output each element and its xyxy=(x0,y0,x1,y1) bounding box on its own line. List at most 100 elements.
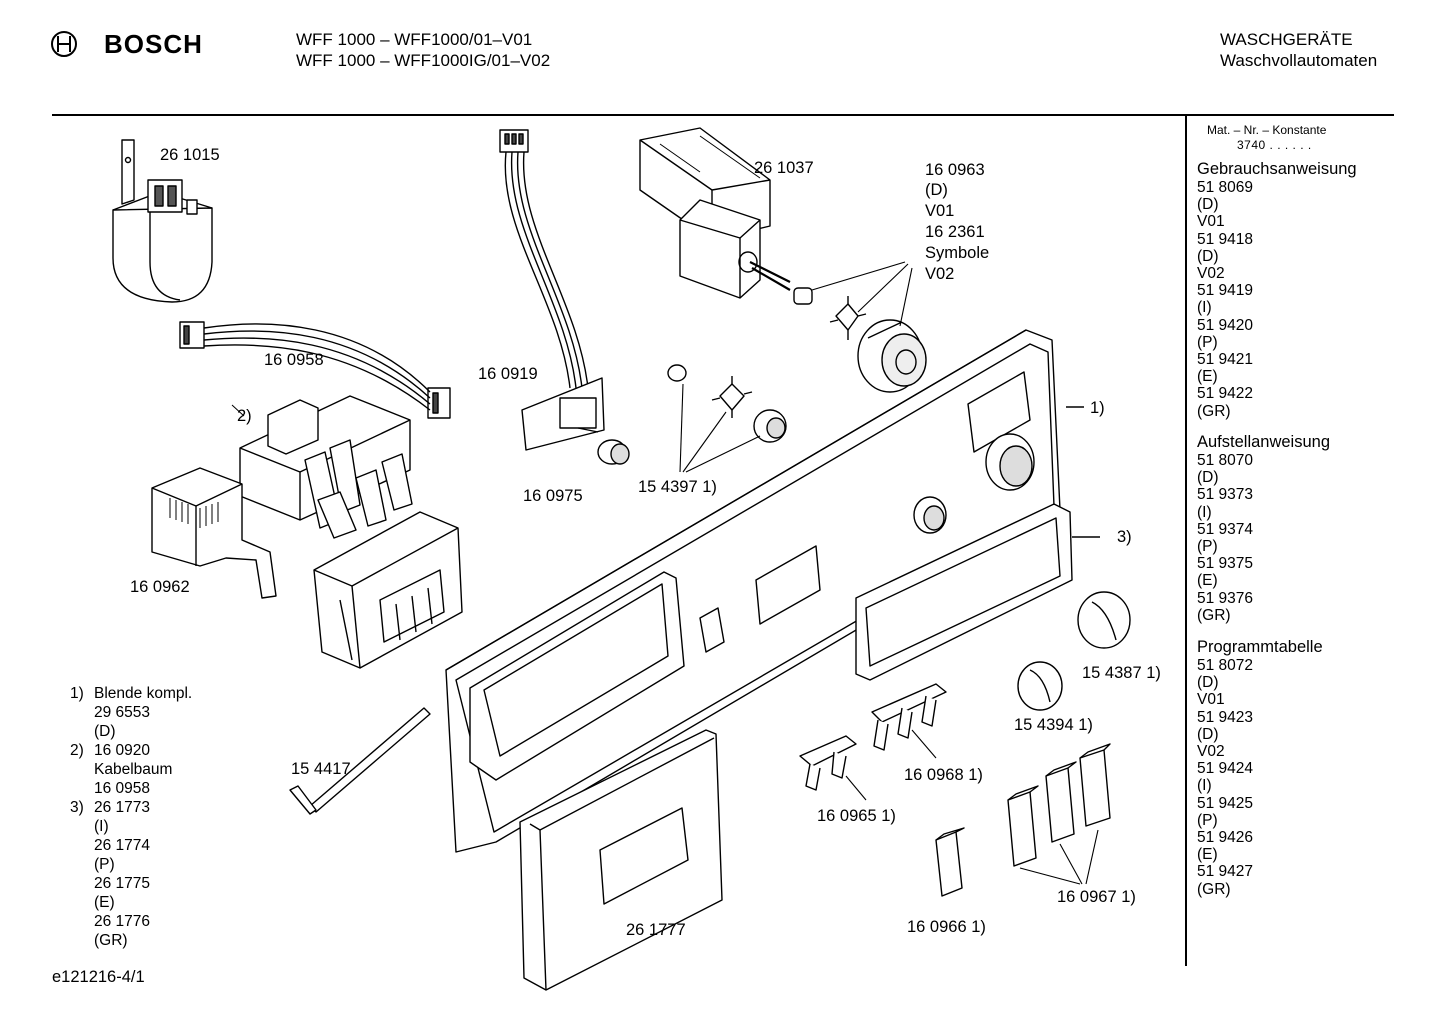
label-160963: 16 0963 xyxy=(925,161,985,179)
label-160963-d: (D) xyxy=(925,181,948,199)
section-line: (P) xyxy=(1197,811,1218,829)
legend-line: 26 1776 xyxy=(94,913,151,930)
callout-line-2 xyxy=(231,404,245,417)
legend-line: 29 6553 xyxy=(94,704,151,721)
control-panel-part-1 xyxy=(445,329,1084,853)
label-162361: 16 2361 xyxy=(925,223,985,241)
exploded-parts-drawing xyxy=(112,127,1131,991)
legend: 1) Blende kompl. 29 6553 (D) 2) 16 0920 … xyxy=(70,684,270,950)
section-line: (E) xyxy=(1197,572,1218,590)
brand-name: BOSCH xyxy=(104,29,203,59)
section-line: 51 9423 xyxy=(1197,708,1254,726)
legend-line: 26 1774 xyxy=(94,837,151,854)
bosch-logo: BOSCH xyxy=(44,29,204,61)
label-162361-symbole: Symbole xyxy=(925,244,990,262)
section-line: (GR) xyxy=(1197,606,1231,624)
legend-line: (P) xyxy=(94,856,115,873)
holder-frame-part xyxy=(313,511,463,669)
spring-part-160968 xyxy=(871,683,947,751)
legend-line: 16 0958 xyxy=(94,780,151,797)
label-261777: 26 1777 xyxy=(626,921,686,939)
section-line: (D) xyxy=(1197,196,1219,214)
legend-line: 26 1773 xyxy=(94,799,151,816)
legend-line: (GR) xyxy=(94,932,128,949)
section-line: V01 xyxy=(1197,213,1225,231)
callout-lines-160965-160968 xyxy=(845,729,937,801)
button-part-160966 xyxy=(935,827,965,897)
legend-line: 16 0920 xyxy=(94,742,151,759)
label-1: 1) xyxy=(1090,399,1105,417)
label-160975: 16 0975 xyxy=(523,487,583,505)
legend-line: (I) xyxy=(94,818,109,835)
section-line: 51 9422 xyxy=(1197,385,1254,403)
section-line: 51 9426 xyxy=(1197,829,1254,847)
label-160963-v01: V01 xyxy=(925,202,955,220)
section-line: (I) xyxy=(1197,299,1212,317)
legend-line: Blende kompl. xyxy=(94,685,193,702)
label-154394: 15 4394 1) xyxy=(1014,716,1093,734)
label-3: 3) xyxy=(1117,528,1132,546)
suppressor-part-261015 xyxy=(112,139,213,303)
sidebar-divider xyxy=(1185,116,1187,966)
section-line: (D) xyxy=(1197,725,1219,743)
section-line: 51 9376 xyxy=(1197,589,1254,607)
lever-part-160962 xyxy=(151,467,277,599)
model-line-2: WFF 1000 – WFF1000IG/01–V02 xyxy=(296,51,551,70)
section-line: (E) xyxy=(1197,846,1218,864)
section-line: (E) xyxy=(1197,368,1218,386)
legend-line: (E) xyxy=(94,894,115,911)
label-160968: 16 0968 1) xyxy=(904,766,983,784)
harness-part-160919 xyxy=(499,129,605,451)
legend-num: 2) xyxy=(70,742,84,759)
legend-item-2: 2) 16 0920 Kabelbaum 16 0958 xyxy=(70,741,270,798)
section-line: 51 9427 xyxy=(1197,863,1254,881)
label-261037: 26 1037 xyxy=(754,159,814,177)
legend-item-1: 1) Blende kompl. 29 6553 (D) xyxy=(70,684,270,741)
section-line: (P) xyxy=(1197,538,1218,556)
section-line: 51 8070 xyxy=(1197,452,1254,469)
section-line: 51 9421 xyxy=(1197,351,1254,369)
label-162361-v02: V02 xyxy=(925,265,955,283)
section-line: 51 9374 xyxy=(1197,520,1254,538)
section-line: (I) xyxy=(1197,777,1212,795)
label-160962: 16 0962 xyxy=(130,578,190,596)
label-154397: 15 4397 1) xyxy=(638,478,717,496)
legend-line: Kabelbaum xyxy=(94,761,173,778)
label-160966: 16 0966 1) xyxy=(907,918,986,936)
symbol-knob-part-160963 xyxy=(793,287,927,393)
section-line: V02 xyxy=(1197,743,1225,761)
callout-lines-160963 xyxy=(811,261,913,327)
cable-part-160958 xyxy=(179,321,451,419)
label-160958: 16 0958 xyxy=(264,351,324,369)
section-line: 51 9375 xyxy=(1197,555,1254,573)
section-line: (D) xyxy=(1197,469,1219,487)
callout-lines-154397 xyxy=(679,383,761,473)
label-2: 2) xyxy=(237,407,252,425)
footer-code: e121216-4/1 xyxy=(52,968,145,986)
small-parts-154397 xyxy=(667,364,787,443)
label-154417: 15 4417 xyxy=(291,760,351,778)
programmer-part-261037 xyxy=(639,127,791,299)
section-line: (P) xyxy=(1197,333,1218,351)
subcategory-title: Waschvollautomaten xyxy=(1220,51,1378,70)
model-line-1: WFF 1000 – WFF1000/01–V01 xyxy=(296,30,533,49)
sidebar-section-gebrauchsanweisung: Gebrauchsanweisung 51 8069 (D) V01 51 94… xyxy=(1197,160,1357,420)
section-line: V02 xyxy=(1197,265,1225,283)
section-line: 51 9419 xyxy=(1197,282,1254,300)
section-line: (I) xyxy=(1197,503,1212,521)
rod-part-154417 xyxy=(289,707,431,815)
section-line: 51 9425 xyxy=(1197,794,1254,812)
section-line: (D) xyxy=(1197,674,1219,692)
drawer-handle-part-261777 xyxy=(519,729,723,991)
spring-part-160965 xyxy=(799,735,857,791)
section-title: Aufstellanweisung xyxy=(1197,433,1330,451)
legend-line: 26 1775 xyxy=(94,875,151,892)
section-line: 51 9373 xyxy=(1197,486,1254,504)
label-261015: 26 1015 xyxy=(160,146,220,164)
section-line: 51 8072 xyxy=(1197,657,1254,674)
section-title: Gebrauchsanweisung xyxy=(1197,160,1357,178)
section-line: 51 9420 xyxy=(1197,316,1254,334)
category-title: WASCHGERÄTE xyxy=(1220,30,1353,49)
mat-number-value: 3740 . . . . . . xyxy=(1237,138,1312,152)
switch-block-part-2 xyxy=(239,395,413,539)
